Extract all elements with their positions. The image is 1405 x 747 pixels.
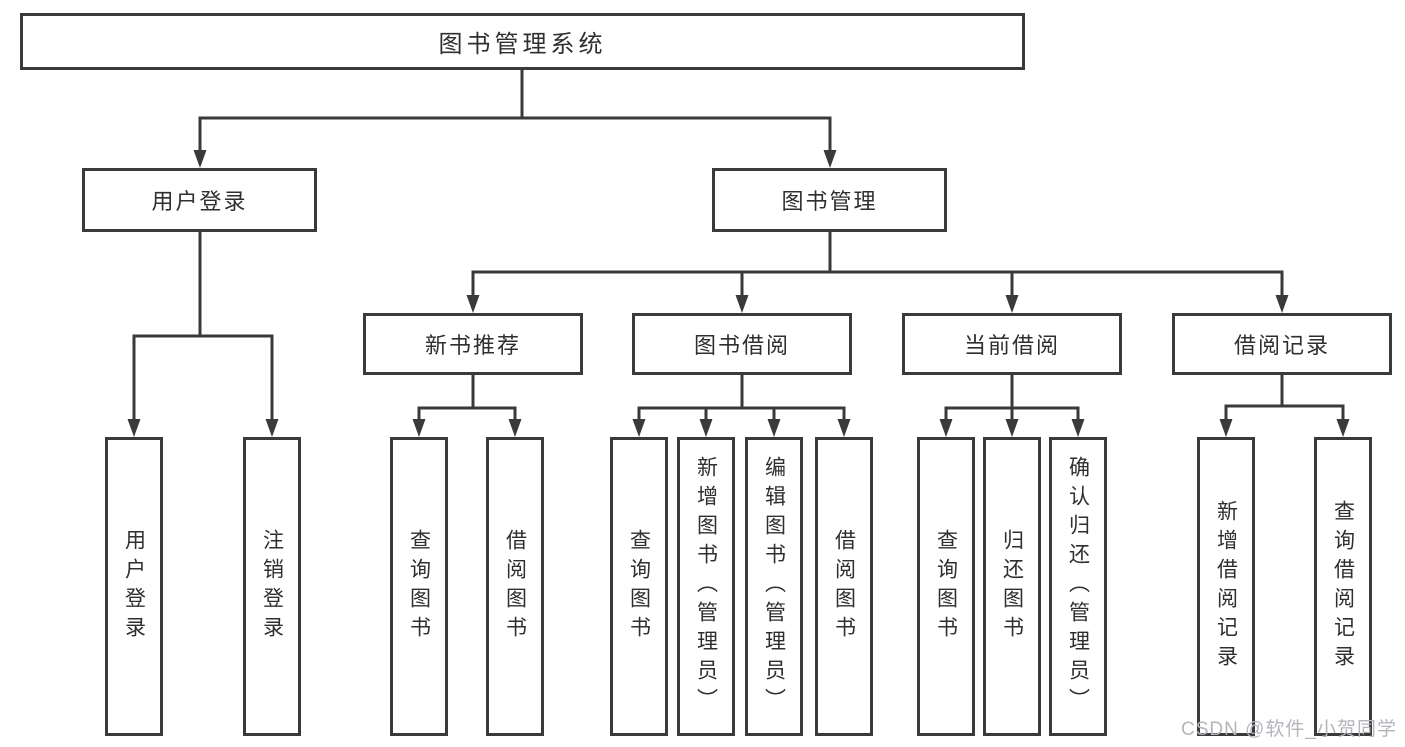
node-root-label: 图书管理系统 [438,31,607,58]
leaf-query-books-current: 查询图书 [917,437,975,736]
node-book-management: 图书管理 [712,168,947,232]
node-new-book-recommend: 新书推荐 [363,313,583,375]
connector-book-borrowing [632,375,851,437]
node-book-borrowing: 图书借阅 [632,313,852,375]
leaf-borrow-books-borrowing-label: 借阅图书 [832,528,856,645]
leaf-return-books-label: 归还图书 [1000,528,1024,645]
leaf-logout-login: 注销登录 [243,437,301,736]
leaf-add-books-admin-label: 新增图书（管理员） [694,456,718,717]
leaf-query-books-recommend-label: 查询图书 [407,528,431,645]
csdn-watermark: CSDN @软件_小贺同学 [1181,719,1397,740]
leaf-add-borrow-record: 新增借阅记录 [1197,437,1255,736]
leaf-borrow-books-recommend: 借阅图书 [486,437,544,736]
connector-borrowing-records [1219,375,1350,437]
node-current-borrowing: 当前借阅 [902,313,1122,375]
connector-book-management [466,232,1289,313]
connector-user-login [127,232,279,437]
node-book-borrowing-label: 图书借阅 [693,333,790,358]
leaf-confirm-return-admin-label: 确认归还（管理员） [1066,456,1090,717]
leaf-borrow-books-borrowing: 借阅图书 [815,437,873,736]
leaf-add-books-admin: 新增图书（管理员） [677,437,735,736]
leaf-edit-books-admin: 编辑图书（管理员） [745,437,803,736]
leaf-user-login-label: 用户登录 [122,528,146,645]
node-borrowing-records: 借阅记录 [1172,313,1392,375]
connector-current-borrowing [939,375,1085,437]
leaf-query-borrow-record-label: 查询借阅记录 [1331,499,1355,674]
node-current-borrowing-label: 当前借阅 [963,333,1060,358]
leaf-add-borrow-record-label: 新增借阅记录 [1214,499,1238,674]
node-book-management-label: 图书管理 [781,189,878,214]
node-user-login-branch-label: 用户登录 [151,189,248,214]
leaf-user-login: 用户登录 [105,437,163,736]
node-user-login-branch: 用户登录 [82,168,317,232]
connector-new-book-recommend [412,375,522,437]
leaf-return-books: 归还图书 [983,437,1041,736]
node-new-book-recommend-label: 新书推荐 [424,333,521,358]
leaf-query-borrow-record: 查询借阅记录 [1314,437,1372,736]
node-borrowing-records-label: 借阅记录 [1233,333,1330,358]
leaf-query-books-borrowing-label: 查询图书 [627,528,651,645]
connector-root [193,70,837,168]
leaf-edit-books-admin-label: 编辑图书（管理员） [762,456,786,717]
leaf-query-books-current-label: 查询图书 [934,528,958,645]
leaf-query-books-borrowing: 查询图书 [610,437,668,736]
leaf-borrow-books-recommend-label: 借阅图书 [503,528,527,645]
leaf-confirm-return-admin: 确认归还（管理员） [1049,437,1107,736]
leaf-query-books-recommend: 查询图书 [390,437,448,736]
node-root: 图书管理系统 [20,13,1025,70]
leaf-logout-login-label: 注销登录 [260,528,284,645]
